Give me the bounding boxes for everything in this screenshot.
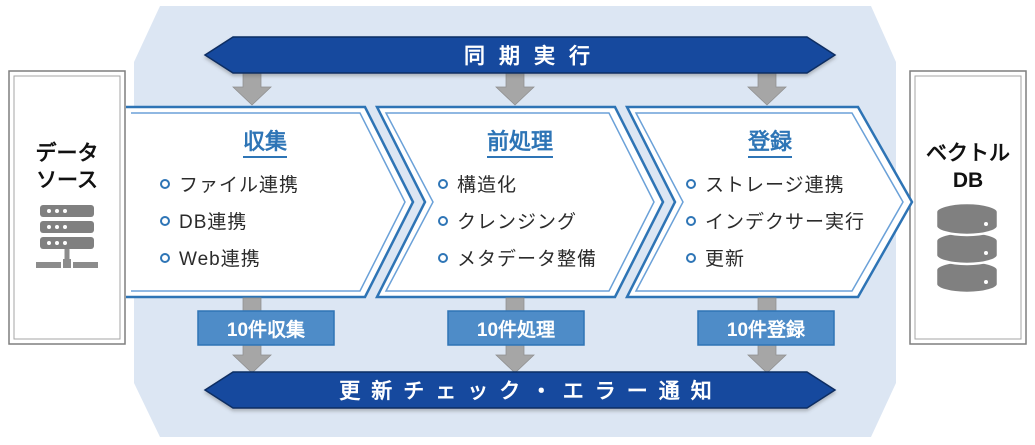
data-source-label: データ ソース <box>9 140 125 194</box>
badge-register-count: 10件登録 <box>726 319 806 341</box>
list-item: ストレージ連携 <box>686 165 865 202</box>
stage-chevron-preprocess-inner-line <box>384 112 655 292</box>
vector-db-box-inner-frame <box>914 75 1022 340</box>
down-arrow-icon <box>747 72 787 106</box>
server-icon <box>36 205 98 268</box>
stage-list-collect: ファイル連携 DB連携 Web連携 <box>160 165 299 276</box>
top-banner-shape <box>203 36 837 74</box>
bullet-ring-icon <box>686 215 696 226</box>
list-item: ファイル連携 <box>160 165 299 202</box>
stage-title-collect: 収集 <box>150 124 380 158</box>
list-item: クレンジング <box>438 202 597 239</box>
list-item: インデクサー実行 <box>686 202 865 239</box>
list-item: Web連携 <box>160 239 299 276</box>
stage-chevron-collect-inner-line <box>131 112 406 292</box>
vector-db-label-line2: DB <box>952 169 984 192</box>
bullet-ring-icon <box>160 252 170 263</box>
badge-register-shape <box>697 310 835 346</box>
list-item: 構造化 <box>438 165 597 202</box>
down-arrows-top <box>232 72 787 106</box>
data-source-label-line1: データ <box>35 142 99 165</box>
list-item: DB連携 <box>160 202 299 239</box>
stage-chevron-preprocess <box>374 105 665 299</box>
stage-chevron-collect-border <box>126 105 415 299</box>
vector-db-label: ベクトル DB <box>910 140 1026 194</box>
badge-process-count: 10件処理 <box>476 319 556 341</box>
bullet-ring-icon <box>686 252 696 263</box>
bottom-banner-label: 更新チェック・エラー通知 <box>339 380 723 403</box>
badge-collect-shape <box>197 310 335 346</box>
down-arrow-icon <box>495 72 535 106</box>
stage-title-preprocess: 前処理 <box>420 124 620 158</box>
bottom-banner-shape <box>203 371 837 409</box>
stage-list-register: ストレージ連携 インデクサー実行 更新 <box>686 165 865 276</box>
database-icon <box>934 201 1000 295</box>
bullet-ring-icon <box>438 252 448 263</box>
stage-title-register: 登録 <box>670 124 870 158</box>
list-item: メタデータ整備 <box>438 239 597 276</box>
top-banner-label: 同期実行 <box>464 45 604 68</box>
badge-collect-count: 10件収集 <box>226 319 306 341</box>
vector-db-label-line1: ベクトル <box>926 142 1010 165</box>
stage-chevron-register <box>624 105 914 299</box>
stage-list-preprocess: 構造化 クレンジング メタデータ整備 <box>438 165 597 276</box>
bullet-ring-icon <box>438 215 448 226</box>
list-item: 更新 <box>686 239 865 276</box>
badge-process-shape <box>447 310 585 346</box>
down-arrow-icon <box>232 72 272 106</box>
bullet-ring-icon <box>438 178 448 189</box>
stage-chevron-register-inner-line <box>634 112 904 292</box>
bullet-ring-icon <box>160 178 170 189</box>
data-source-box-inner-frame <box>13 75 121 340</box>
stage-chevron-collect <box>126 107 413 297</box>
bullet-ring-icon <box>160 215 170 226</box>
bullet-ring-icon <box>686 178 696 189</box>
data-source-label-line2: ソース <box>36 169 98 192</box>
